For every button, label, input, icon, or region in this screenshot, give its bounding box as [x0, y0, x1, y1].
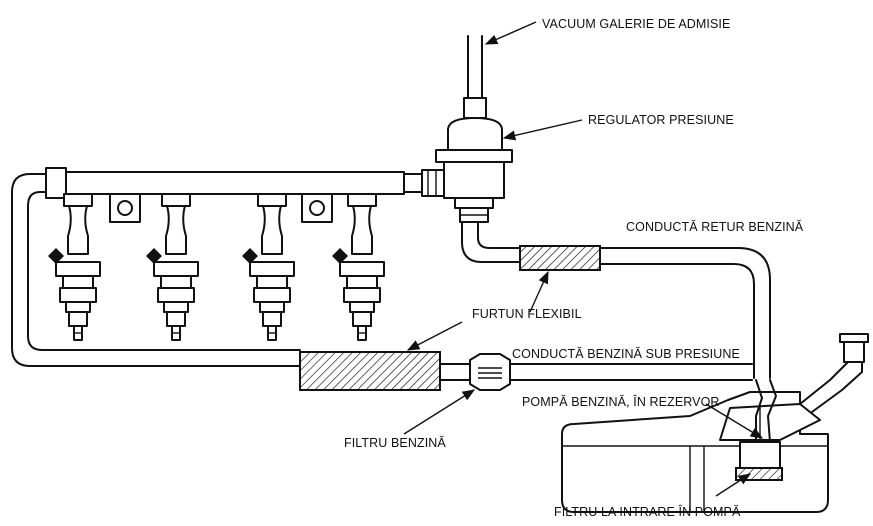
- label-regulator: REGULATOR PRESIUNE: [588, 113, 734, 127]
- vacuum-tube: [463, 35, 487, 119]
- rail-inlet-loop: [11, 173, 301, 367]
- fuel-injector: [48, 193, 101, 341]
- pressure-line: [509, 363, 753, 381]
- fuel-injector: [242, 193, 295, 341]
- fuel-rail: [45, 167, 445, 223]
- label-arrows: [403, 21, 764, 497]
- label-fuel-filter: FILTRU BENZINĂ: [344, 435, 446, 450]
- injectors-group: [48, 193, 385, 341]
- label-inlet-filter: FILTRU LA INTRARE ÎN POMPĂ: [554, 504, 741, 519]
- label-flex-hose: FURTUN FLEXIBIL: [472, 307, 582, 321]
- fuel-filter: [299, 351, 511, 391]
- label-pressure-line: CONDUCTĂ BENZINĂ SUB PRESIUNE: [512, 346, 740, 361]
- fuel-tank: [561, 333, 869, 513]
- fuel-injector: [332, 193, 385, 341]
- pressure-regulator: [435, 117, 513, 223]
- label-pump: POMPĂ BENZINĂ, ÎN REZERVOR: [522, 394, 720, 409]
- return-line: [461, 221, 771, 379]
- label-vacuum: VACUUM GALERIE DE ADMISIE: [542, 17, 730, 31]
- label-return-line: CONDUCTĂ RETUR BENZINĂ: [626, 219, 804, 234]
- fuel-injector: [146, 193, 199, 341]
